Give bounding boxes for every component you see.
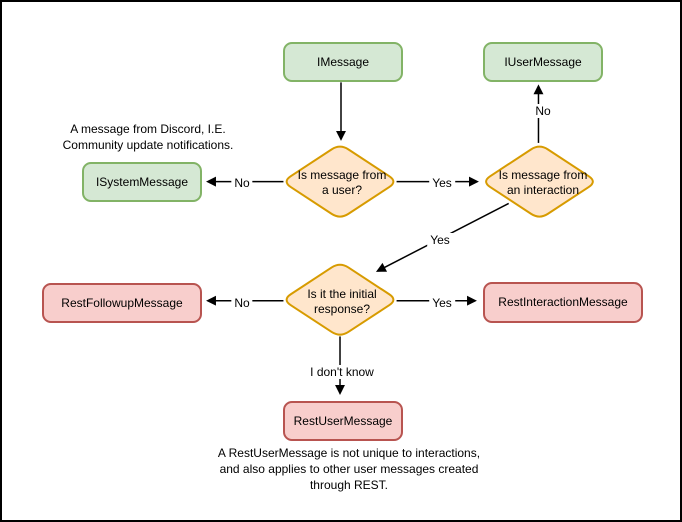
edge-label-no-isystemmessage: No: [231, 176, 253, 190]
decision-diamond-from-user: [285, 145, 395, 218]
decision-label-from-user: Is message from a user?: [297, 168, 387, 197]
decision-diamond-from-interaction: [485, 145, 594, 218]
decision-label-from-interaction: Is message from an interaction: [498, 168, 588, 197]
edge-label-yes-initial: Yes: [427, 233, 453, 247]
edge-label-yes-interaction: Yes: [429, 176, 455, 190]
edge-label-yes-restinteraction: Yes: [429, 296, 455, 310]
note-system-message: A message from Discord, I.E. Community u…: [62, 122, 234, 152]
edge-label-no-restfollowup: No: [231, 296, 253, 310]
note-rest-user-message: A RestUserMessage is not unique to inter…: [217, 446, 481, 492]
edge-label-no-iusermessage: No: [532, 104, 554, 118]
node-restusermessage: RestUserMessage: [283, 401, 403, 441]
node-imessage: IMessage: [283, 42, 403, 82]
node-restfollowupmessage: RestFollowupMessage: [42, 283, 202, 323]
decision-label-initial-response: Is it the initial response?: [307, 287, 377, 316]
edge-label-idk-restuser: I don't know: [307, 365, 377, 379]
node-restinteractionmessage: RestInteractionMessage: [483, 282, 643, 323]
node-iusermessage: IUserMessage: [483, 42, 603, 82]
decision-diamond-initial-response: [285, 263, 395, 336]
node-isystemmessage: ISystemMessage: [82, 162, 202, 202]
